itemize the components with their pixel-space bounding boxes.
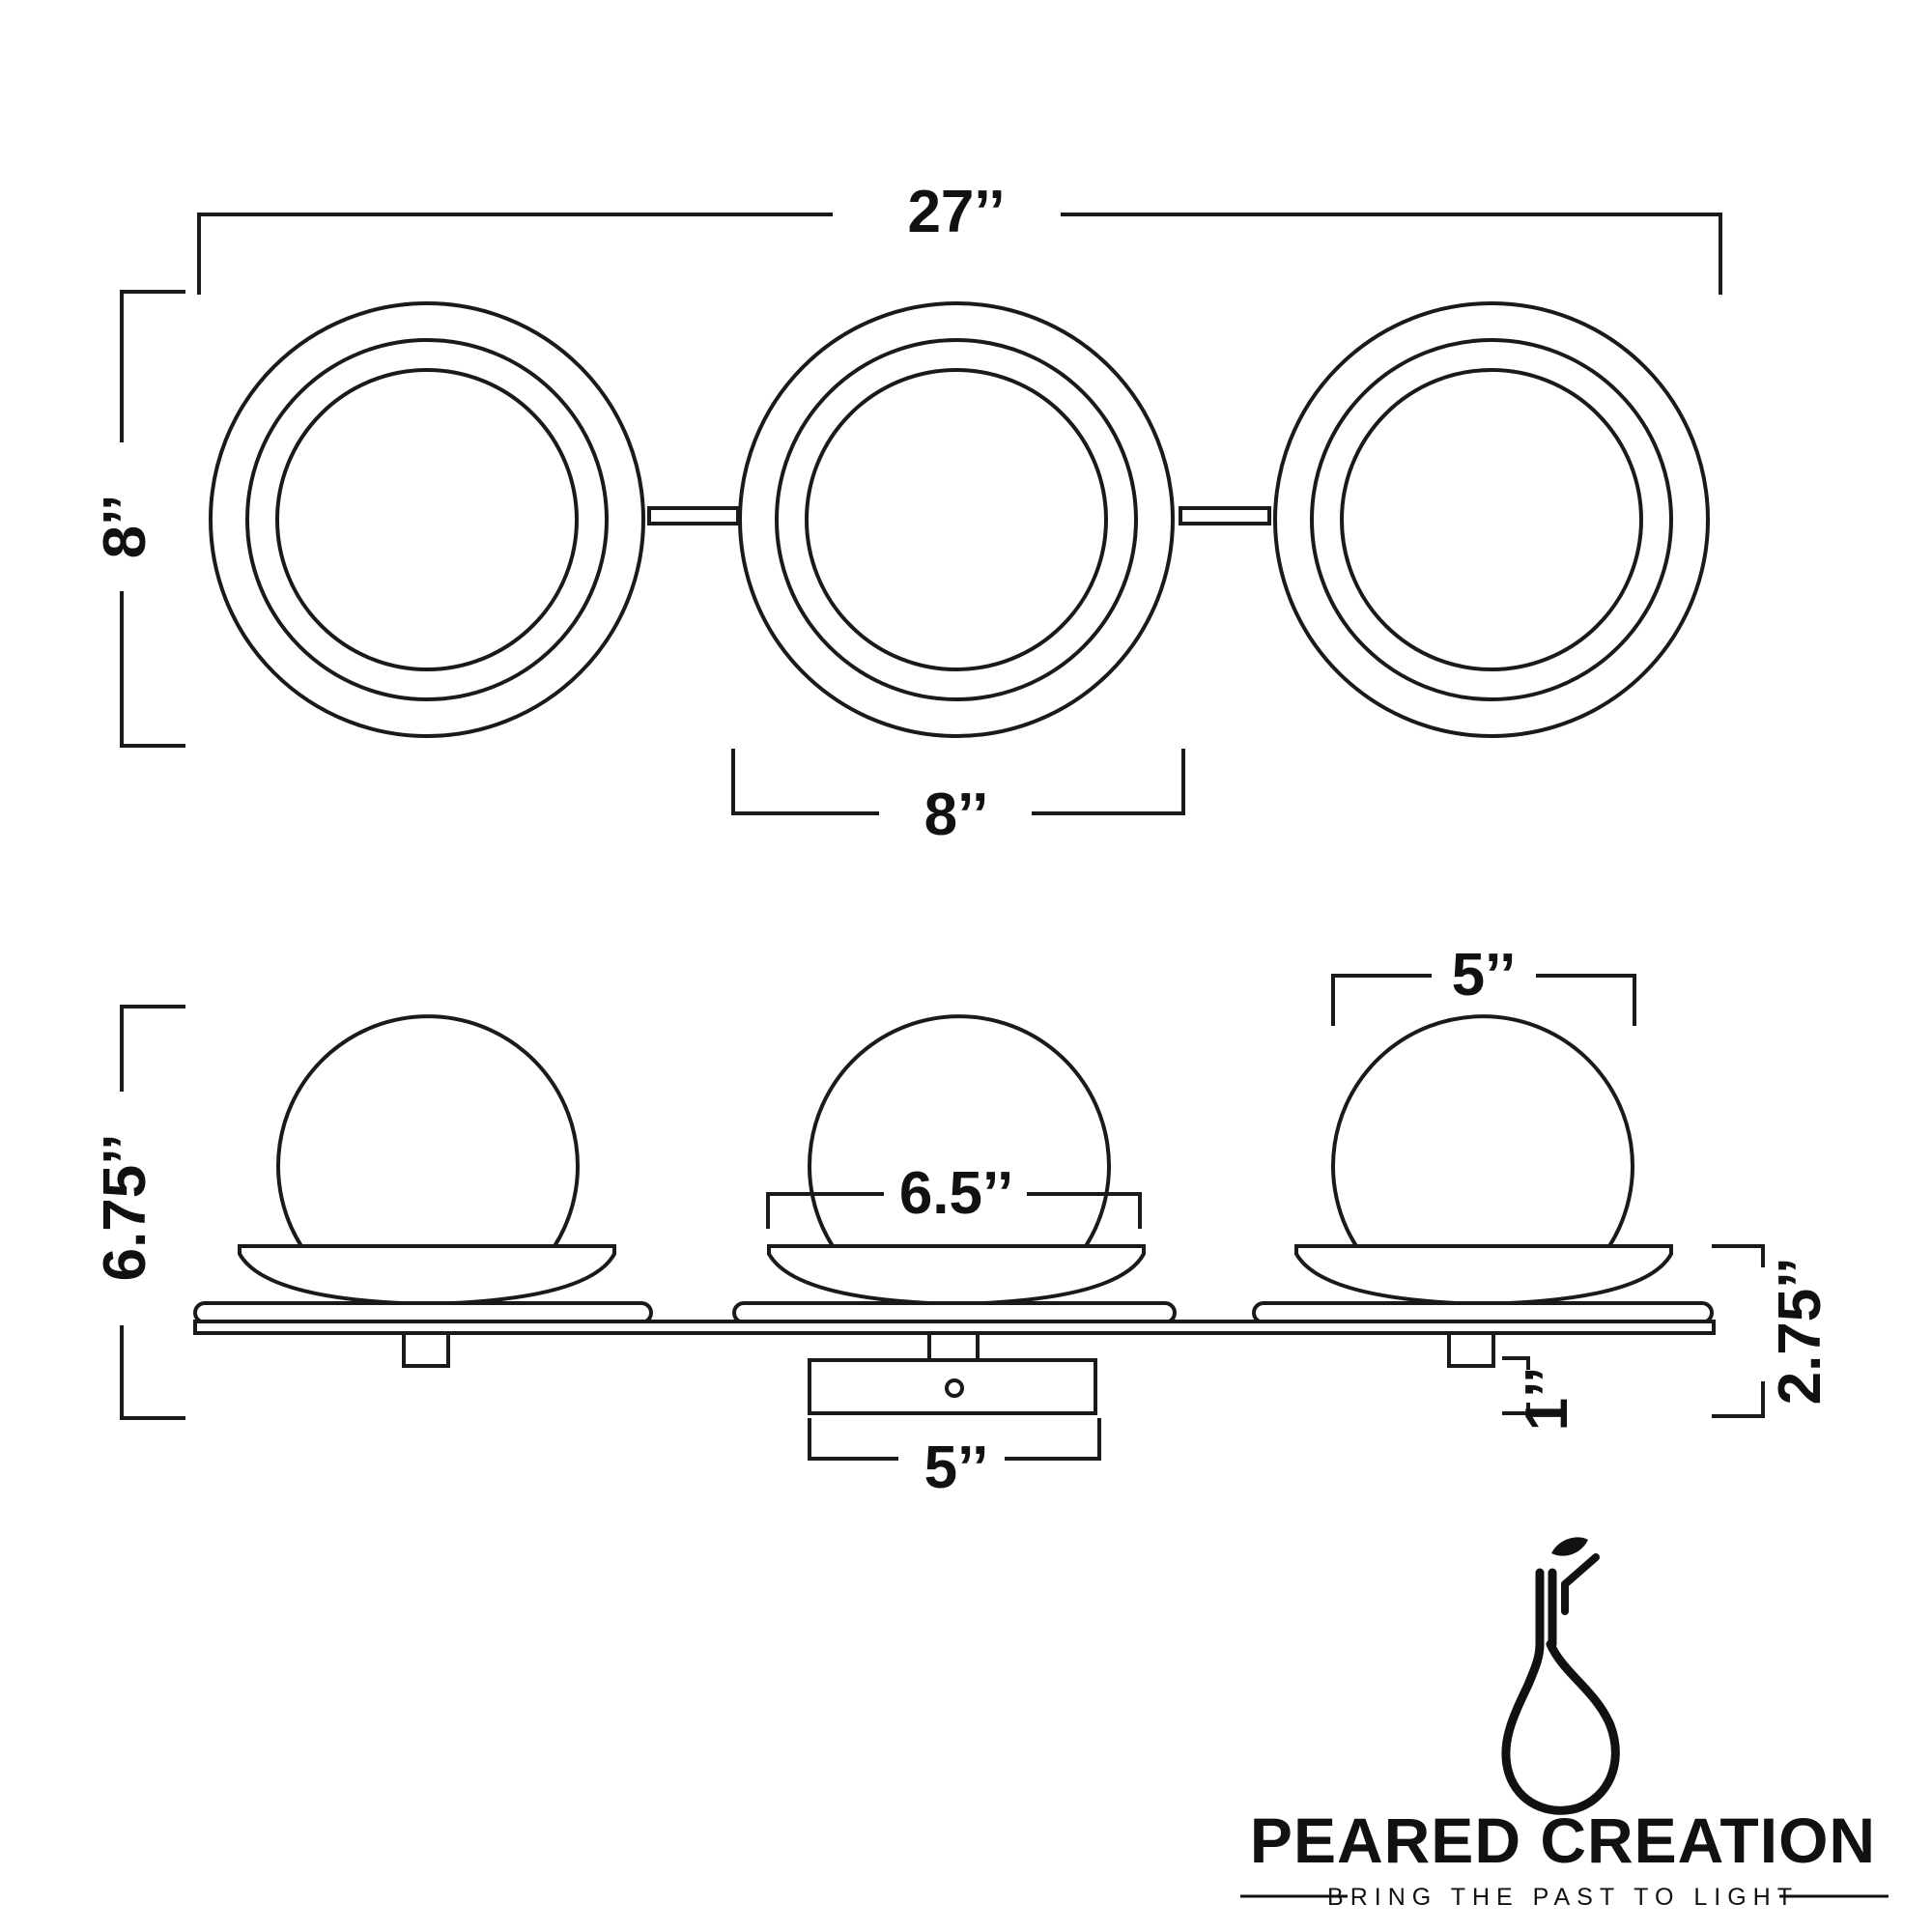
post-center [927,1331,980,1362]
dish-center [767,1244,1146,1307]
side-view: 5’’ 6.75’’ 6.5’’ [92,942,1833,1501]
overall-width-dimension: 27’’ [197,179,1722,295]
post-right [1447,1331,1495,1368]
shade-diameter-label: 8’’ [924,781,989,848]
overall-width-label: 27’’ [907,179,1005,245]
overall-height-label: 8’’ [92,495,158,559]
shade-center [738,301,1175,738]
dish-right [1294,1244,1673,1307]
backplate-screw [945,1378,964,1398]
light-bulb-pear-icon [1501,1537,1620,1815]
globe-right [1331,1014,1634,1248]
post-left [402,1331,450,1368]
shade-left [209,301,645,738]
top-view: 27’’ 8’’ 8’’ [92,179,1722,848]
connector-bar-left [647,506,740,526]
globe-width-label: 5’’ [1452,942,1517,1009]
globe-left [276,1014,580,1248]
brand-tagline: BRING THE PAST TO LIGHT [1327,1884,1799,1911]
brand-block: PEARED CREATION BRING THE PAST TO LIGHT [1240,1537,1889,1911]
side-height-label: 6.75’’ [92,1134,158,1282]
shade-diameter-dimension: 8’’ [731,749,1185,848]
backplate-depth-dimension: 1’’ [1502,1356,1580,1432]
backplate-width-label: 5’’ [924,1435,989,1501]
connector-bar-right [1179,506,1271,526]
overall-height-dimension-side: 6.75’’ [92,1005,185,1420]
shade-right [1273,301,1710,738]
dish-width-label: 6.5’’ [899,1160,1013,1227]
extension-dimension: 2.75’’ [1712,1244,1833,1418]
globe-width-dimension: 5’’ [1331,942,1636,1026]
backplate-width-dimension: 5’’ [808,1418,1101,1501]
brand-name: PEARED CREATION [1250,1804,1876,1876]
overall-height-dimension: 8’’ [92,290,185,748]
extension-label: 2.75’’ [1767,1258,1833,1406]
globe-center [808,1014,1111,1248]
backplate-depth-label: 1’’ [1514,1367,1580,1432]
dish-width-dimension: 6.5’’ [766,1160,1142,1229]
dish-left [238,1244,616,1307]
